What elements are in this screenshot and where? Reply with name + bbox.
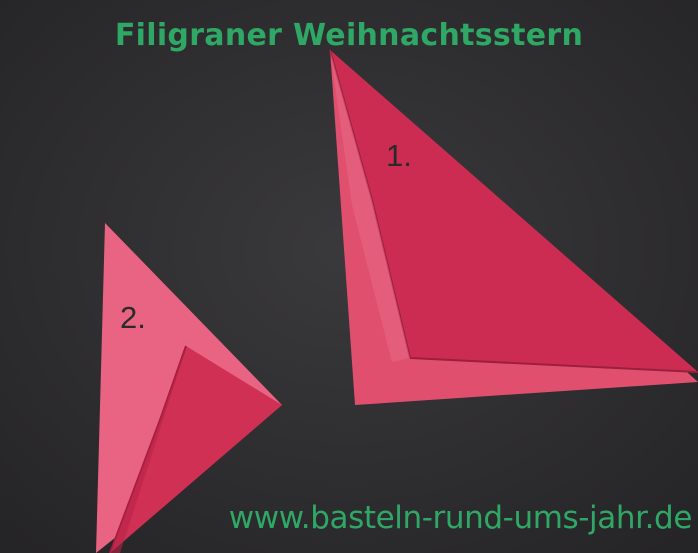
website-watermark: www.basteln-rund-ums-jahr.de [228,500,693,536]
step-2-label: 2. [120,300,146,335]
step-1-label: 1. [386,138,412,173]
paper-fold-step-2 [96,223,282,553]
paper-fold-step-1 [329,49,698,405]
title-overlay: Filigraner Weihnachtsstern [114,18,584,53]
